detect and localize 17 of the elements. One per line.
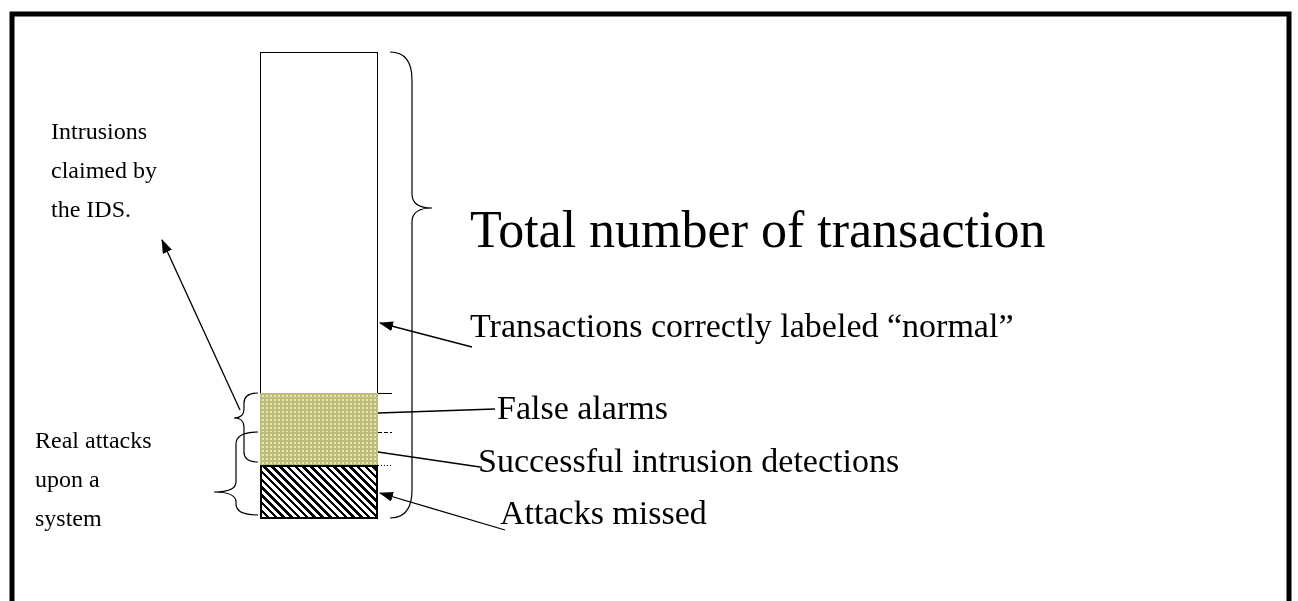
arrow — [161, 239, 241, 411]
shaded-bar-segment — [260, 393, 378, 433]
hatched-bar-segment — [260, 465, 378, 519]
arrow — [379, 321, 473, 348]
bar-segment — [260, 52, 378, 394]
arrow — [379, 491, 506, 531]
leader-line — [377, 408, 496, 414]
curly-brace — [233, 392, 259, 463]
heading-text: Total number of transaction — [470, 200, 1046, 260]
shaded-bar-segment — [260, 432, 378, 466]
leader-line — [377, 451, 481, 468]
callout-text: Attacks missed — [500, 493, 707, 533]
callout-text: Transactions correctly labeled “normal” — [470, 306, 1014, 346]
callout-text: Successful intrusion detections — [478, 441, 900, 481]
callout-text: False alarms — [497, 388, 668, 428]
annotation-text: Real attacks upon a system — [35, 421, 165, 538]
annotation-text: Intrusions claimed by the IDS. — [51, 112, 186, 229]
